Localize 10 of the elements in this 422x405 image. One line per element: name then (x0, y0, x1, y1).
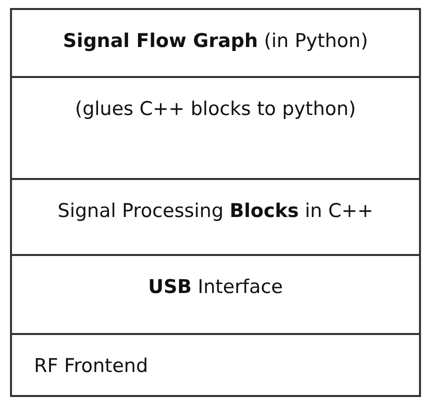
layer-box (10, 178, 421, 256)
layer-label: Signal Processing Blocks in C++ (58, 199, 374, 224)
layer-box (10, 254, 421, 335)
layer-label: RF Frontend (34, 354, 148, 379)
layer-box (10, 333, 421, 397)
layer-label: (glues C++ blocks to python) (75, 97, 356, 122)
layer-box (10, 76, 421, 180)
layer-label: Signal Flow Graph (in Python) (63, 29, 368, 54)
layer-box (10, 8, 421, 78)
layer-label: USB Interface (148, 275, 283, 300)
